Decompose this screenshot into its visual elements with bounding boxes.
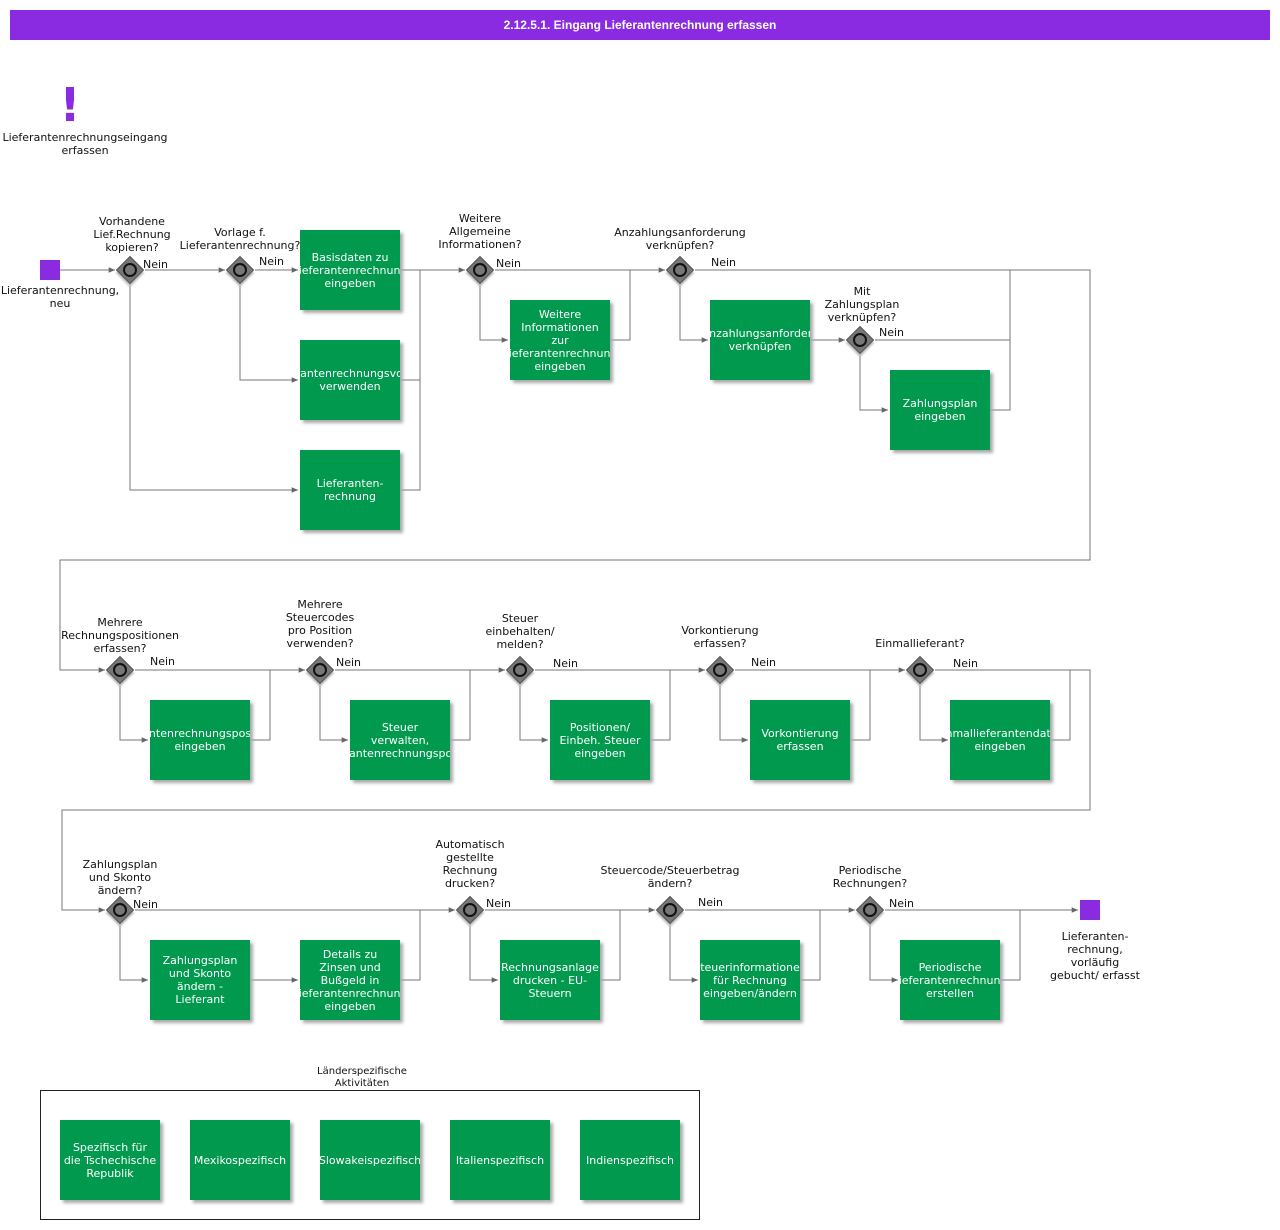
gateway-question: Mehrere Steuercodes pro Position verwend… (285, 598, 355, 650)
exclamation-icon: ! (59, 78, 81, 132)
gateway-question: Automatisch gestellte Rechnung drucken? (435, 838, 505, 890)
gateway-change-tax[interactable] (655, 895, 685, 925)
branch-label: Nein (751, 656, 777, 669)
gateway-one-time-vendor[interactable] (905, 655, 935, 685)
branch-label: Nein (879, 326, 905, 339)
gateway-more-info[interactable] (465, 255, 495, 285)
gateway-payment-plan[interactable] (845, 325, 875, 355)
task-one-time-vendor[interactable]: Einmallieferantendaten eingeben (950, 700, 1050, 780)
gateway-question: Steuercode/Steuerbetrag ändern? (600, 864, 740, 890)
gateway-periodic[interactable] (855, 895, 885, 925)
task-vendor-invoice[interactable]: Lieferanten- rechnung (300, 450, 400, 530)
task-pre-account[interactable]: Vorkontierung erfassen (750, 700, 850, 780)
gateway-question: Mehrere Rechnungspositionen erfassen? (61, 616, 179, 655)
end-event-label: Lieferanten- rechnung, vorläufig gebucht… (1050, 930, 1140, 982)
task-invoice-positions[interactable]: Lieferantenrechnungspositionen eingeben (150, 700, 250, 780)
gateway-question: Mit Zahlungsplan verknüpfen? (824, 285, 900, 324)
gateway-multiple-positions[interactable] (105, 655, 135, 685)
gateway-question: Weitere Allgemeine Informationen? (438, 212, 522, 251)
branch-label: Nein (953, 657, 979, 670)
branch-label: Nein (698, 896, 724, 909)
gateway-pre-account[interactable] (705, 655, 735, 685)
gateway-copy-invoice[interactable] (115, 255, 145, 285)
end-event[interactable] (1080, 900, 1100, 920)
task-more-info[interactable]: Weitere Informationen zur Lieferantenrec… (510, 300, 610, 380)
task-italy[interactable]: Italienspezifisch (450, 1120, 550, 1200)
start-event[interactable] (40, 260, 60, 280)
gateway-question: Anzahlungsanforderung verknüpfen? (614, 226, 746, 252)
start-event-label: Lieferantenrechnung, neu (0, 284, 120, 310)
task-change-payment-plan[interactable]: Zahlungsplan und Skonto ändern - Liefera… (150, 940, 250, 1020)
task-use-template[interactable]: Lieferantenrechnungsvorlage verwenden (300, 340, 400, 420)
branch-label: Nein (496, 257, 522, 270)
gateway-change-payment-plan[interactable] (105, 895, 135, 925)
gateway-question: Periodische Rechnungen? (832, 864, 908, 890)
gateway-question: Vorhandene Lief.Rechnung kopieren? (93, 215, 171, 254)
task-print-attachment[interactable]: Rechnungsanlage drucken - EU- Steuern (500, 940, 600, 1020)
diagram-title: 2.12.5.1. Eingang Lieferantenrechnung er… (10, 10, 1270, 40)
task-mexico[interactable]: Mexikospezifisch (190, 1120, 290, 1200)
intro-label: Lieferantenrechnungseingang erfassen (2, 131, 168, 157)
task-interest-penalty[interactable]: Details zu Zinsen und Bußgeld in Liefera… (300, 940, 400, 1020)
branch-label: Nein (143, 258, 169, 271)
task-tax-info[interactable]: Steuerinformationen für Rechnung eingebe… (700, 940, 800, 1020)
branch-label: Nein (486, 897, 512, 910)
gateway-question: Einmallieferant? (875, 637, 965, 650)
task-india[interactable]: Indienspezifisch (580, 1120, 680, 1200)
gateway-question: Steuer einbehalten/ melden? (485, 612, 555, 651)
gateway-withholding-tax[interactable] (505, 655, 535, 685)
gateway-question: Vorlage f. Lieferantenrechnung? (179, 226, 301, 252)
gateway-multiple-tax-codes[interactable] (305, 655, 335, 685)
task-manage-tax[interactable]: Steuer verwalten, Lieferantenrechnungspo… (350, 700, 450, 780)
task-basic-data[interactable]: Basisdaten zu Lieferantenrechnung eingeb… (300, 230, 400, 310)
branch-label: Nein (889, 897, 915, 910)
gateway-print-invoice[interactable] (455, 895, 485, 925)
task-periodic-invoice[interactable]: Periodische Lieferantenrechnung erstelle… (900, 940, 1000, 1020)
task-link-down-payment[interactable]: Finanzahlungsanforderung verknüpfen (710, 300, 810, 380)
gateway-template[interactable] (225, 255, 255, 285)
branch-label: Nein (553, 657, 579, 670)
gateway-question: Vorkontierung erfassen? (681, 624, 759, 650)
branch-label: Nein (336, 656, 362, 669)
branch-label: Nein (133, 898, 159, 911)
branch-label: Nein (150, 655, 176, 668)
country-group-title: Länderspezifische Aktivitäten (317, 1066, 407, 1089)
branch-label: Nein (259, 255, 285, 268)
task-payment-plan[interactable]: Zahlungsplan eingeben (890, 370, 990, 450)
task-czech[interactable]: Spezifisch für die Tschechische Republik (60, 1120, 160, 1200)
country-group (40, 1090, 700, 1220)
gateway-question: Zahlungsplan und Skonto ändern? (82, 858, 158, 897)
branch-label: Nein (711, 256, 737, 269)
gateway-down-payment[interactable] (665, 255, 695, 285)
task-withholding-tax[interactable]: Positionen/ Einbeh. Steuer eingeben (550, 700, 650, 780)
task-slovakia[interactable]: Slowakeispezifisch (320, 1120, 420, 1200)
